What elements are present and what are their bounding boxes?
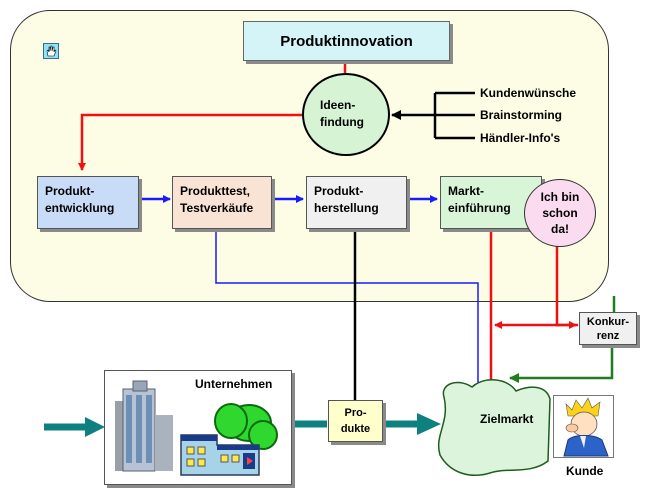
products-label: Pro- dukte <box>340 407 371 435</box>
step-label: Produkt- entwicklung <box>45 184 115 215</box>
company-box: Unternehmen <box>104 370 292 485</box>
input-label-kundenwuensche: Kundenwünsche <box>480 86 577 100</box>
market-label: Zielmarkt <box>480 412 534 426</box>
customer-icon <box>563 397 609 457</box>
ideas-label: Ideen- findung <box>320 98 364 129</box>
existing-competitor-bubble: Ich bin schon da! <box>524 179 596 247</box>
title-box: Produktinnovation <box>243 21 450 61</box>
step-label: Markt- einführung <box>448 184 511 215</box>
competition-box: Konkur- renz <box>579 312 637 345</box>
target-market-area <box>438 379 551 476</box>
ideas-node: Ideen- findung <box>302 73 390 156</box>
page-title: Produktinnovation <box>280 33 413 50</box>
step-label: Produkt- herstellung <box>314 184 379 215</box>
step-label: Produkttest, Testverkäufe <box>180 184 254 215</box>
customer-card <box>553 395 614 458</box>
competition-label: Konkur- renz <box>586 316 630 342</box>
step-produkttest: Produkttest, Testverkäufe <box>172 176 272 229</box>
office-buildings-icon <box>115 380 278 476</box>
customer-label: Kunde <box>566 464 604 478</box>
hand-icon[interactable] <box>43 43 59 59</box>
step-produktherstellung: Produkt- herstellung <box>306 176 407 229</box>
company-label: Unternehmen <box>195 377 273 391</box>
input-label-brainstorming: Brainstorming <box>480 108 563 122</box>
products-box: Pro- dukte <box>328 400 383 442</box>
input-label-haendler-infos: Händler-Info's <box>480 131 561 145</box>
existing-label: Ich bin schon da! <box>540 190 580 236</box>
step-produktentwicklung: Produkt- entwicklung <box>37 176 139 229</box>
